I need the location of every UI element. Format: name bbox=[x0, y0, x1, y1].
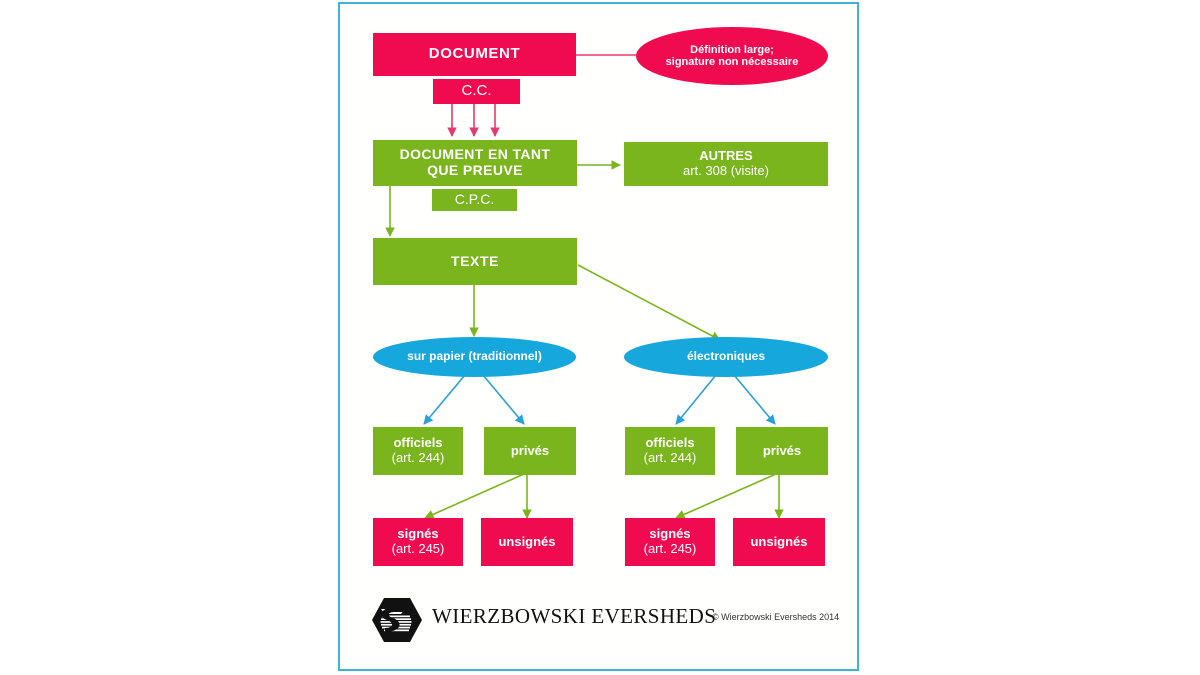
wierzbowski-eversheds-logo-icon bbox=[372, 598, 422, 642]
node-electroniques-label: électroniques bbox=[686, 349, 766, 364]
node-elec-unsignes[interactable]: unsignés bbox=[733, 518, 825, 566]
node-elec-prives[interactable]: privés bbox=[736, 427, 828, 475]
node-cpc-tag-label: C.P.C. bbox=[454, 191, 495, 208]
footer-copyright: © Wierzbowski Eversheds 2014 bbox=[712, 612, 840, 622]
node-autres-line1: AUTRES bbox=[699, 148, 753, 164]
node-papier-signes[interactable]: signés (art. 245) bbox=[373, 518, 463, 566]
node-cc-tag-label: C.C. bbox=[461, 82, 492, 100]
node-texte[interactable]: TEXTE bbox=[373, 238, 577, 285]
page-frame bbox=[338, 2, 859, 671]
node-elec-signes-line2: (art. 245) bbox=[643, 541, 697, 556]
node-papier-prives-label: privés bbox=[510, 442, 550, 458]
node-elec-officiels-line2: (art. 244) bbox=[643, 450, 697, 465]
node-papier-officiels-line2: (art. 244) bbox=[391, 450, 445, 465]
node-papier-label: sur papier (traditionnel) bbox=[407, 349, 542, 364]
node-elec-officiels[interactable]: officiels (art. 244) bbox=[625, 427, 715, 475]
node-document[interactable]: DOCUMENT bbox=[373, 33, 576, 76]
node-document-preuve-line1: DOCUMENT EN TANT bbox=[399, 146, 551, 163]
node-papier-signes-line1: signés bbox=[397, 526, 439, 542]
node-document-preuve-line2: QUE PREUVE bbox=[427, 162, 523, 178]
footer-wordmark: WIERZBOWSKI EVERSHEDS bbox=[432, 604, 717, 628]
node-cc-tag[interactable]: C.C. bbox=[433, 79, 520, 104]
node-elec-officiels-line1: officiels bbox=[645, 435, 695, 451]
node-autres[interactable]: AUTRES art. 308 (visite) bbox=[624, 142, 828, 186]
node-papier-officiels[interactable]: officiels (art. 244) bbox=[373, 427, 463, 475]
node-autres-line2: art. 308 (visite) bbox=[683, 163, 769, 178]
node-elec-signes[interactable]: signés (art. 245) bbox=[625, 518, 715, 566]
node-papier-unsignes[interactable]: unsignés bbox=[481, 518, 573, 566]
node-papier[interactable]: sur papier (traditionnel) bbox=[373, 337, 576, 377]
node-elec-signes-line1: signés bbox=[649, 526, 691, 542]
node-elec-unsignes-label: unsignés bbox=[750, 533, 808, 549]
node-cpc-tag[interactable]: C.P.C. bbox=[432, 189, 517, 211]
node-texte-label: TEXTE bbox=[450, 252, 500, 269]
node-document-preuve[interactable]: DOCUMENT EN TANT QUE PREUVE bbox=[373, 140, 577, 186]
node-definition[interactable]: Définition large; signature non nécessai… bbox=[636, 27, 828, 85]
node-document-label: DOCUMENT bbox=[428, 45, 521, 63]
node-papier-officiels-line1: officiels bbox=[393, 435, 443, 451]
node-electroniques[interactable]: électroniques bbox=[624, 337, 828, 377]
node-papier-unsignes-label: unsignés bbox=[498, 533, 556, 549]
node-definition-line2: signature non nécessaire bbox=[665, 56, 799, 68]
node-elec-prives-label: privés bbox=[762, 442, 802, 458]
node-papier-signes-line2: (art. 245) bbox=[391, 541, 445, 556]
node-definition-line1: Définition large; bbox=[690, 43, 774, 56]
node-papier-prives[interactable]: privés bbox=[484, 427, 576, 475]
